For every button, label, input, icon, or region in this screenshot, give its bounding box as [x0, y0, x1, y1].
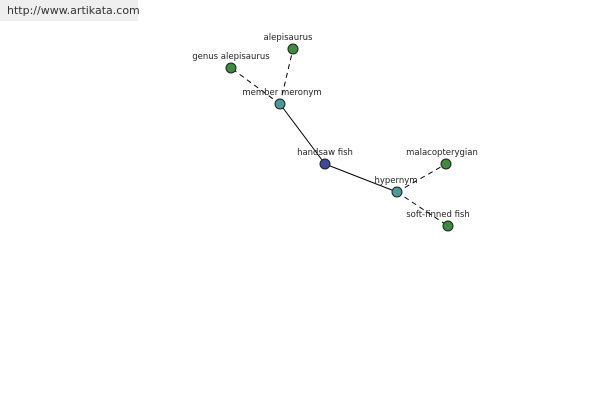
node-label-handsaw[interactable]: handsaw fish: [297, 148, 353, 158]
graph-edges: [230, 48, 449, 227]
node-dot-member[interactable]: [274, 98, 286, 110]
node-label-hypernym[interactable]: hypernym: [374, 176, 417, 186]
edge-handsaw-hypernym: [324, 163, 398, 193]
node-label-member[interactable]: member meronym: [242, 88, 321, 98]
graph-node-member[interactable]: member meronym: [242, 88, 322, 110]
graph-node-genus[interactable]: genus alepisaurus: [192, 52, 270, 74]
node-dot-soft[interactable]: [442, 220, 454, 232]
graph-node-hypernym[interactable]: hypernym: [374, 176, 418, 198]
source-url[interactable]: http://www.artikata.com: [0, 0, 140, 21]
node-label-genus[interactable]: genus alepisaurus: [192, 52, 270, 62]
node-dot-handsaw[interactable]: [319, 158, 331, 170]
node-dot-alep[interactable]: [287, 43, 299, 55]
graph-node-malaco[interactable]: malacopterygian: [406, 148, 478, 170]
graph-node-soft[interactable]: soft-finned fish: [406, 210, 470, 232]
edge-member-alep: [279, 48, 294, 105]
graph-nodes: handsaw fish member meronym hypernym genus …: [192, 33, 478, 232]
edge-hypernym-malaco: [396, 163, 447, 193]
graph-node-alep[interactable]: alepisaurus: [264, 33, 313, 55]
edge-hypernym-soft: [396, 191, 449, 227]
node-dot-genus[interactable]: [225, 62, 237, 74]
graph-node-handsaw[interactable]: handsaw fish: [297, 148, 353, 170]
edge-member-genus: [230, 67, 281, 105]
node-dot-hypernym[interactable]: [391, 186, 403, 198]
node-dot-malaco[interactable]: [440, 158, 452, 170]
node-label-alep[interactable]: alepisaurus: [264, 33, 313, 43]
node-label-soft[interactable]: soft-finned fish: [406, 210, 470, 220]
edge-handsaw-member: [279, 103, 326, 165]
node-label-malaco[interactable]: malacopterygian: [406, 148, 478, 158]
